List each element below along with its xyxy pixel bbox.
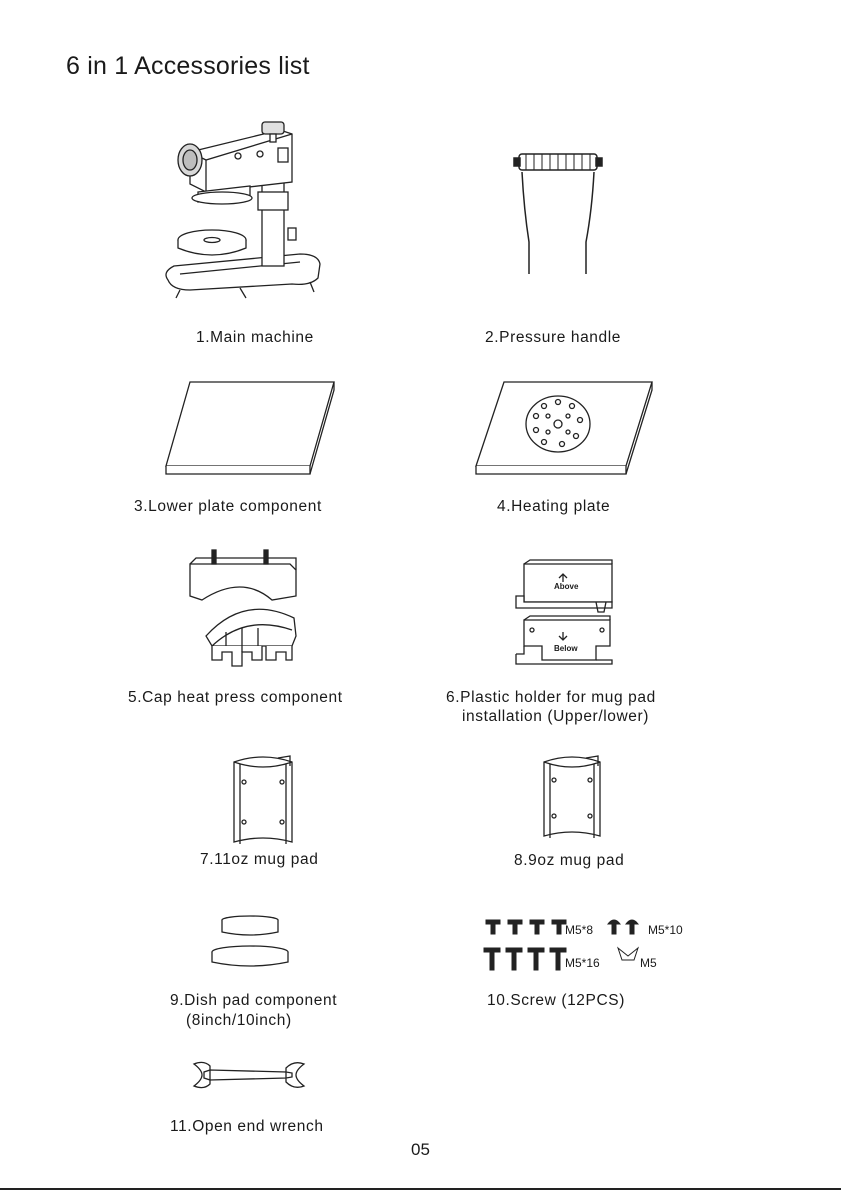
holder-lower-label: Below — [554, 644, 578, 653]
open-end-wrench-illustration — [190, 1060, 308, 1090]
pressure-handle-illustration — [510, 150, 605, 276]
mug-pad-11oz-illustration — [226, 754, 300, 850]
caption-mug-pad-9oz: 8.9oz mug pad — [514, 852, 625, 869]
holder-upper-label: Above — [554, 582, 579, 591]
dish-pad-illustration — [206, 914, 294, 972]
caption-screw: 10.Screw (12PCS) — [487, 992, 625, 1009]
caption-open-end-wrench: 11.Open end wrench — [170, 1118, 324, 1135]
caption-plastic-holder-line1: 6.Plastic holder for mug pad — [446, 689, 656, 706]
caption-heating-plate: 4.Heating plate — [497, 498, 611, 515]
page-number: 05 — [411, 1140, 430, 1159]
cap-heat-press-illustration — [182, 548, 304, 676]
screw-label-m5x8: M5*8 — [565, 923, 594, 937]
caption-plastic-holder-line2: installation (Upper/lower) — [462, 708, 650, 725]
plastic-holder-illustration: Above Below — [512, 556, 614, 672]
main-machine-illustration — [150, 112, 330, 304]
caption-pressure-handle: 2.Pressure handle — [485, 329, 622, 346]
lower-plate-illustration — [160, 378, 340, 478]
mug-pad-9oz-illustration — [536, 754, 608, 844]
caption-mug-pad-11oz: 7.11oz mug pad — [200, 851, 319, 868]
caption-lower-plate: 3.Lower plate component — [134, 498, 322, 515]
screw-set-illustration: M5*8 M5*10 M5*16 M5 — [482, 914, 692, 976]
heating-plate-illustration — [468, 378, 658, 478]
caption-main-machine: 1.Main machine — [196, 329, 314, 346]
screw-label-m5x10: M5*10 — [648, 923, 683, 937]
bottom-rule — [0, 1188, 841, 1190]
caption-dish-pad-line1: 9.Dish pad component — [170, 992, 338, 1009]
page-title: 6 in 1 Accessories list — [66, 52, 310, 80]
screw-label-m5x16: M5*16 — [565, 956, 600, 970]
caption-dish-pad-line2: (8inch/10inch) — [186, 1012, 292, 1029]
caption-cap-heat-press: 5.Cap heat press component — [128, 689, 343, 706]
screw-label-m5: M5 — [640, 956, 657, 970]
